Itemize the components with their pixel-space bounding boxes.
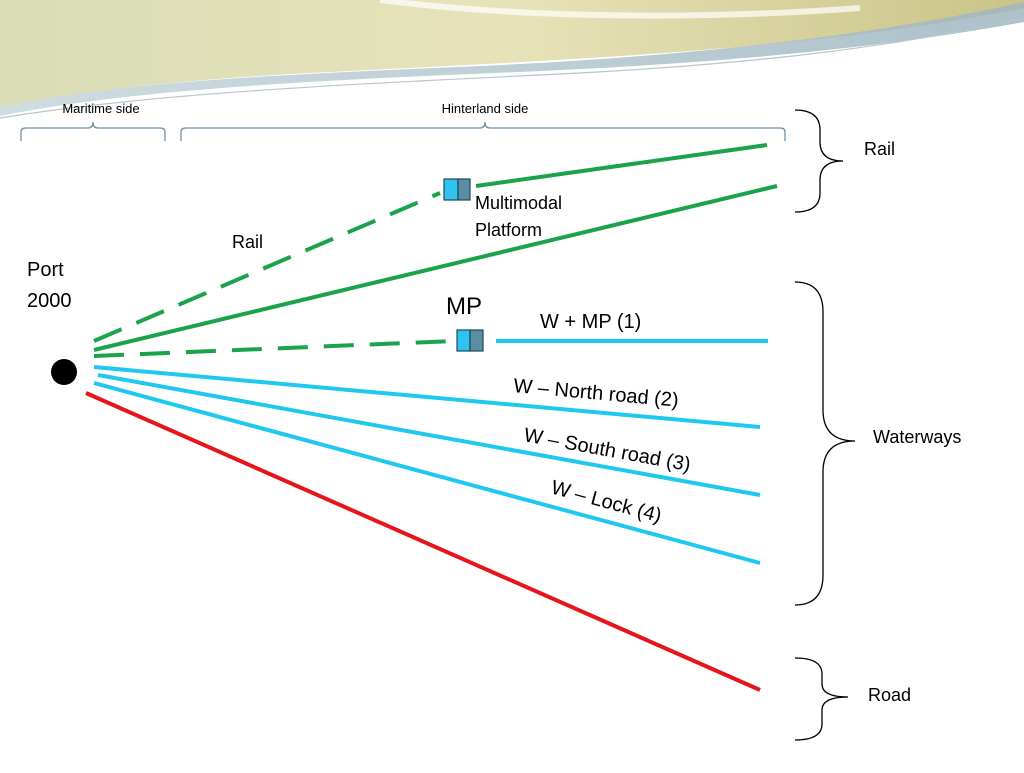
platform-box-icon [443,178,471,201]
rail-dashed-to-platform [93,191,441,343]
waterways-brace [794,281,856,606]
rail-routes [93,143,778,358]
rail-upper-solid [475,143,768,188]
rail-left-label: Rail [232,232,263,252]
road-brace [794,657,849,741]
waterway-lock [93,381,761,565]
header-swoosh [0,0,1024,119]
group-waterways-label: Waterways [873,427,961,447]
waterway-routes [93,339,768,565]
port-label-line1: Port [27,259,64,281]
maritime-side-label: Maritime side [62,101,139,116]
hinterland-bracket [180,121,786,141]
route-w-mp-label: W + MP (1) [540,311,641,333]
waterway-north-road [93,365,761,429]
rail-dashed-to-mp [93,339,455,358]
group-road-label: Road [868,685,911,705]
mp-label: MP [446,293,482,320]
port-dot-icon [51,359,77,385]
rail-lower-solid [93,184,778,352]
multimodal-label-line1: Multimodal [475,193,562,213]
maritime-bracket [20,121,166,141]
port-label-line2: 2000 [27,290,72,312]
mp-box-icon [456,329,484,352]
multimodal-label-line2: Platform [475,220,542,240]
group-rail-label: Rail [864,139,895,159]
road-route [85,391,761,692]
hinterland-side-label: Hinterland side [442,101,529,116]
waterway-south-road [97,373,761,497]
rail-brace [794,109,844,213]
